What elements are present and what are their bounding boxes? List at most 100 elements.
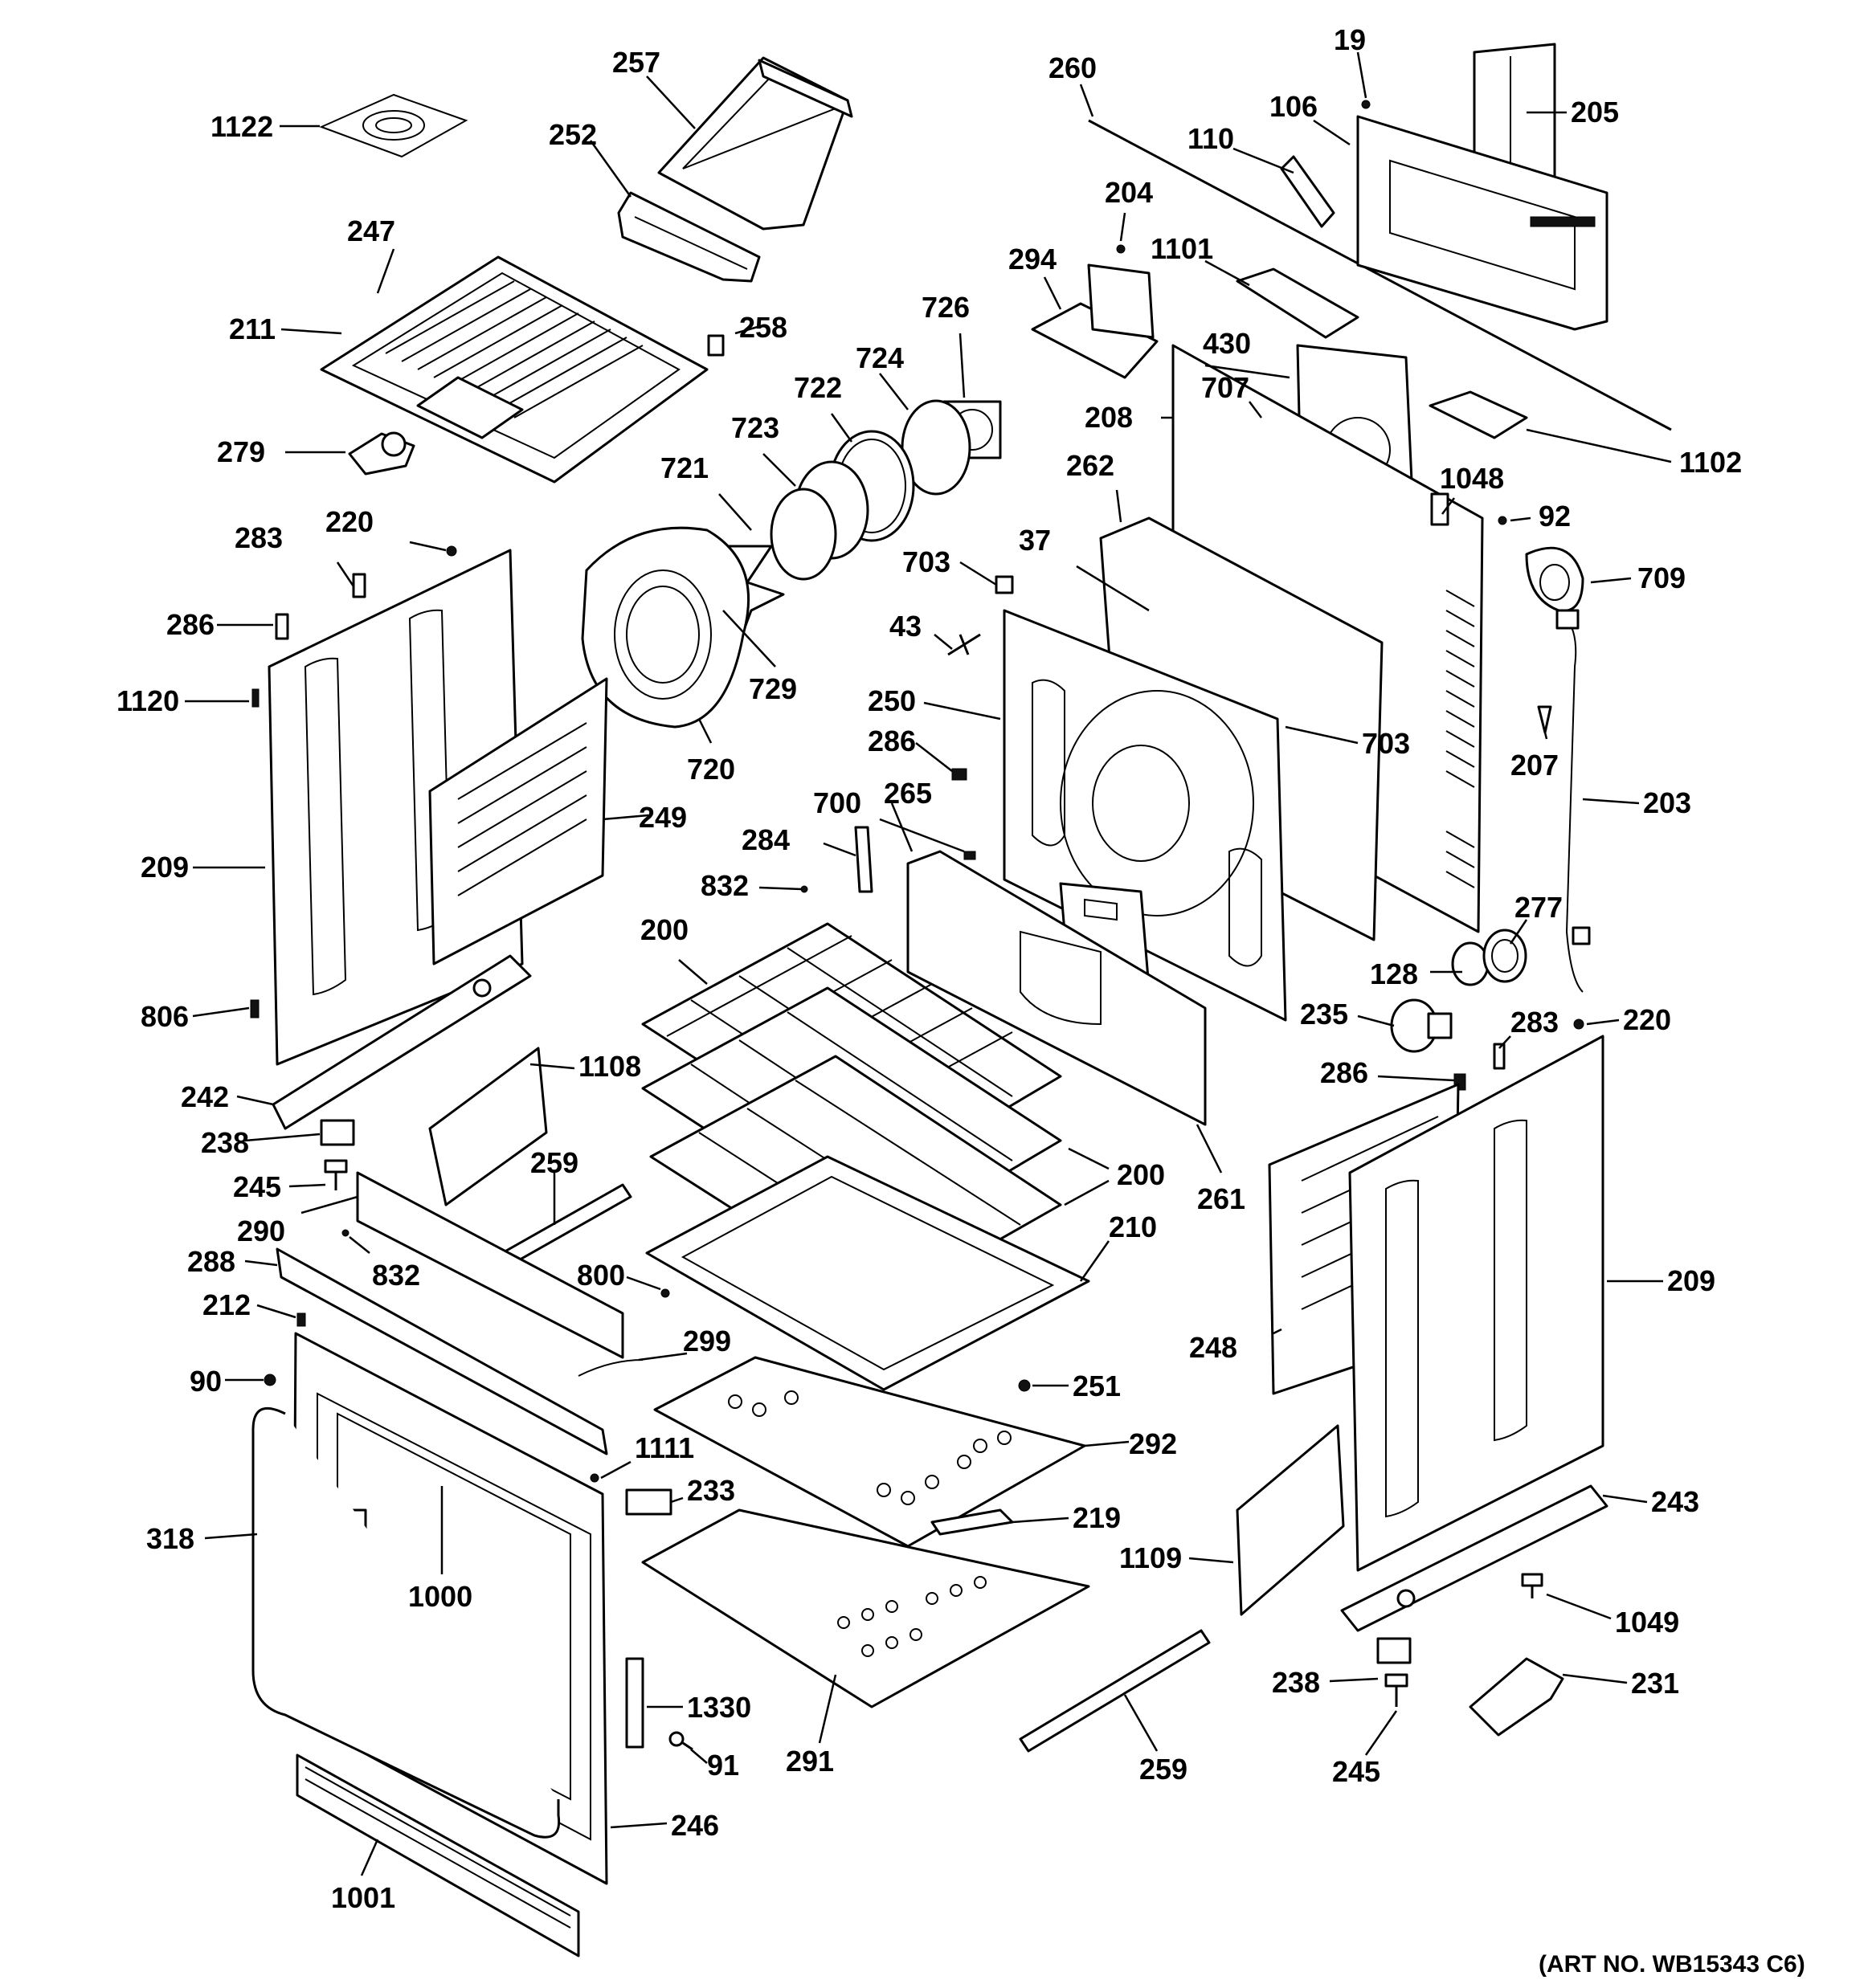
part-203-cord — [1555, 609, 1591, 993]
callout-110: 110 — [1187, 122, 1234, 155]
callout-1102: 1102 — [1679, 446, 1742, 479]
part-277-gasket — [1482, 929, 1527, 983]
callout-200a: 200 — [640, 913, 689, 946]
callout-1109: 1109 — [1119, 1541, 1182, 1574]
part-1049-leg — [1521, 1573, 1543, 1598]
callout-1120: 1120 — [116, 684, 179, 717]
callout-290: 290 — [237, 1214, 285, 1247]
callout-288: 288 — [187, 1245, 235, 1278]
callout-292: 292 — [1129, 1427, 1177, 1460]
callout-283a: 283 — [235, 521, 283, 554]
leader-lines — [185, 51, 1672, 1876]
callout-259a: 259 — [530, 1146, 578, 1179]
part-233-hinge — [625, 1488, 672, 1516]
part-128-washer — [1451, 941, 1490, 986]
callout-703b: 703 — [1362, 727, 1410, 760]
part-1048-bracket — [1430, 492, 1449, 526]
part-288-trim — [276, 1247, 608, 1455]
part-1102-cover — [1429, 390, 1528, 439]
callout-277: 277 — [1514, 891, 1563, 924]
callout-208: 208 — [1085, 401, 1133, 434]
callout-720: 720 — [687, 753, 735, 786]
part-806-clip — [250, 999, 260, 1018]
part-1001-kick-panel — [296, 1753, 580, 1957]
part-279-sensor — [348, 431, 415, 476]
callout-318: 318 — [146, 1522, 194, 1555]
callout-219: 219 — [1073, 1501, 1121, 1534]
callout-832b: 832 — [372, 1259, 420, 1292]
callout-203: 203 — [1643, 786, 1691, 819]
callout-1330: 1330 — [687, 1691, 751, 1724]
part-209b-side-panel — [1348, 1035, 1604, 1572]
callout-246: 246 — [671, 1809, 719, 1842]
callout-1111: 1111 — [635, 1431, 694, 1464]
part-220a-screw — [446, 545, 457, 557]
callout-245b: 245 — [1332, 1755, 1380, 1788]
part-709-gasket — [1525, 546, 1584, 612]
callout-1108: 1108 — [578, 1050, 641, 1083]
part-110-switch — [1280, 155, 1335, 228]
part-1122-sheet — [319, 93, 468, 158]
part-700-clip — [963, 851, 976, 860]
part-260-rod — [1088, 119, 1672, 431]
callout-248: 248 — [1189, 1331, 1237, 1364]
callout-703a: 703 — [902, 545, 950, 578]
callout-258: 258 — [739, 311, 787, 344]
part-91-screw — [668, 1731, 693, 1751]
part-832b-screw — [341, 1229, 349, 1237]
part-207-clip — [1537, 705, 1552, 734]
callout-106: 106 — [1269, 90, 1318, 123]
callout-211: 211 — [229, 312, 276, 345]
callout-257: 257 — [612, 46, 660, 79]
part-235-valve — [1390, 998, 1453, 1053]
part-290-bar — [356, 1171, 624, 1359]
callout-260: 260 — [1048, 51, 1097, 84]
part-252-vent-duct — [617, 191, 761, 283]
part-257-vent-hood — [657, 56, 853, 231]
part-250-oven-back — [1003, 609, 1287, 1022]
part-106-back-frame — [1356, 115, 1608, 331]
part-238a-leveler — [320, 1119, 355, 1146]
callout-247: 247 — [347, 214, 395, 247]
callout-243: 243 — [1651, 1485, 1699, 1518]
callout-labels: 1122 257 252 247 211 258 279 260 19 106 … — [116, 23, 1805, 1978]
callout-299: 299 — [683, 1325, 731, 1357]
callout-249: 249 — [639, 801, 687, 834]
callout-291: 291 — [786, 1745, 834, 1778]
part-238b-leveler — [1376, 1637, 1412, 1664]
callout-200b: 200 — [1117, 1158, 1165, 1191]
callout-220a: 220 — [325, 505, 374, 538]
callout-238b: 238 — [1272, 1666, 1320, 1699]
callout-252: 252 — [549, 118, 597, 151]
part-291-drawer-bottom — [641, 1508, 1090, 1708]
callout-209b: 209 — [1667, 1264, 1715, 1297]
part-258-clip — [707, 334, 725, 357]
part-1109-panel — [1236, 1424, 1345, 1616]
part-283b-clip — [1493, 1043, 1506, 1070]
part-251-screw — [1018, 1379, 1031, 1392]
part-1330-strip — [625, 1657, 644, 1749]
part-261-back-baffle — [906, 850, 1207, 1126]
callout-726: 726 — [922, 291, 970, 324]
callout-210: 210 — [1109, 1210, 1157, 1243]
callout-250: 250 — [868, 684, 916, 717]
part-247-top-panel — [320, 255, 709, 484]
callout-832a: 832 — [701, 869, 749, 902]
part-299-spring — [578, 1359, 644, 1377]
callout-1049: 1049 — [1615, 1606, 1679, 1639]
callout-90: 90 — [190, 1365, 222, 1398]
callout-212: 212 — [202, 1288, 251, 1321]
part-245b-leg — [1384, 1673, 1408, 1707]
callout-262: 262 — [1066, 449, 1114, 482]
callout-700: 700 — [813, 786, 861, 819]
part-1108-panel — [428, 1047, 548, 1206]
callout-91: 91 — [707, 1749, 739, 1782]
part-703-bracket — [995, 575, 1014, 594]
callout-259b: 259 — [1139, 1753, 1187, 1786]
callout-43: 43 — [889, 610, 922, 643]
callout-729: 729 — [749, 672, 797, 705]
part-231-bracket — [1469, 1657, 1564, 1737]
part-19-screw — [1361, 100, 1371, 109]
callout-1122: 1122 — [211, 110, 273, 143]
